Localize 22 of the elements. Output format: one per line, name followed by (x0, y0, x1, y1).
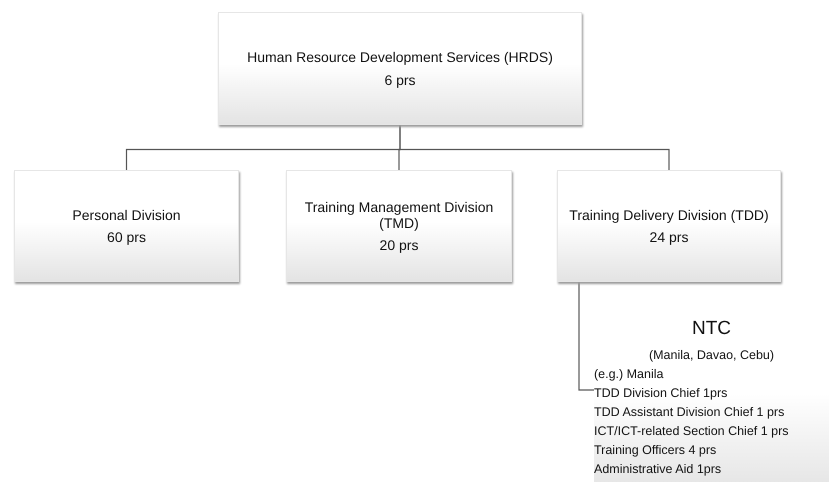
box-title: Training Management Division (TMD) (304, 198, 494, 232)
org-box (14, 170, 239, 282)
box-text: ICT/ICT-related Section Chief 1 prs (594, 423, 790, 440)
org-box (557, 170, 781, 282)
box-text: 24 prs (650, 229, 688, 246)
connector-line (399, 125, 670, 170)
box-text: TDD Division Chief 1prs (594, 385, 728, 402)
box-title: NTC (690, 317, 732, 341)
org-box (286, 170, 512, 282)
box-title: Personal Division (72, 206, 181, 223)
box-text: 6 prs (384, 72, 416, 88)
box-title: Training Delivery Division (TDD) (569, 206, 769, 223)
box-text: 20 prs (380, 237, 418, 254)
box-title: Human Resource Development Services (HRDS) (247, 49, 553, 66)
connector-line (578, 282, 594, 391)
box-text: 60 prs (107, 229, 146, 246)
box-text: (e.g.) Manila (594, 366, 664, 383)
org-box (218, 12, 582, 125)
box-text: Administrative Aid 1prs (594, 461, 722, 478)
box-text: TDD Assistant Division Chief 1 prs (594, 404, 786, 421)
box-text: Training Officers 4 prs (594, 442, 718, 459)
box-text: (Manila, Davao, Cebu) (648, 347, 776, 364)
